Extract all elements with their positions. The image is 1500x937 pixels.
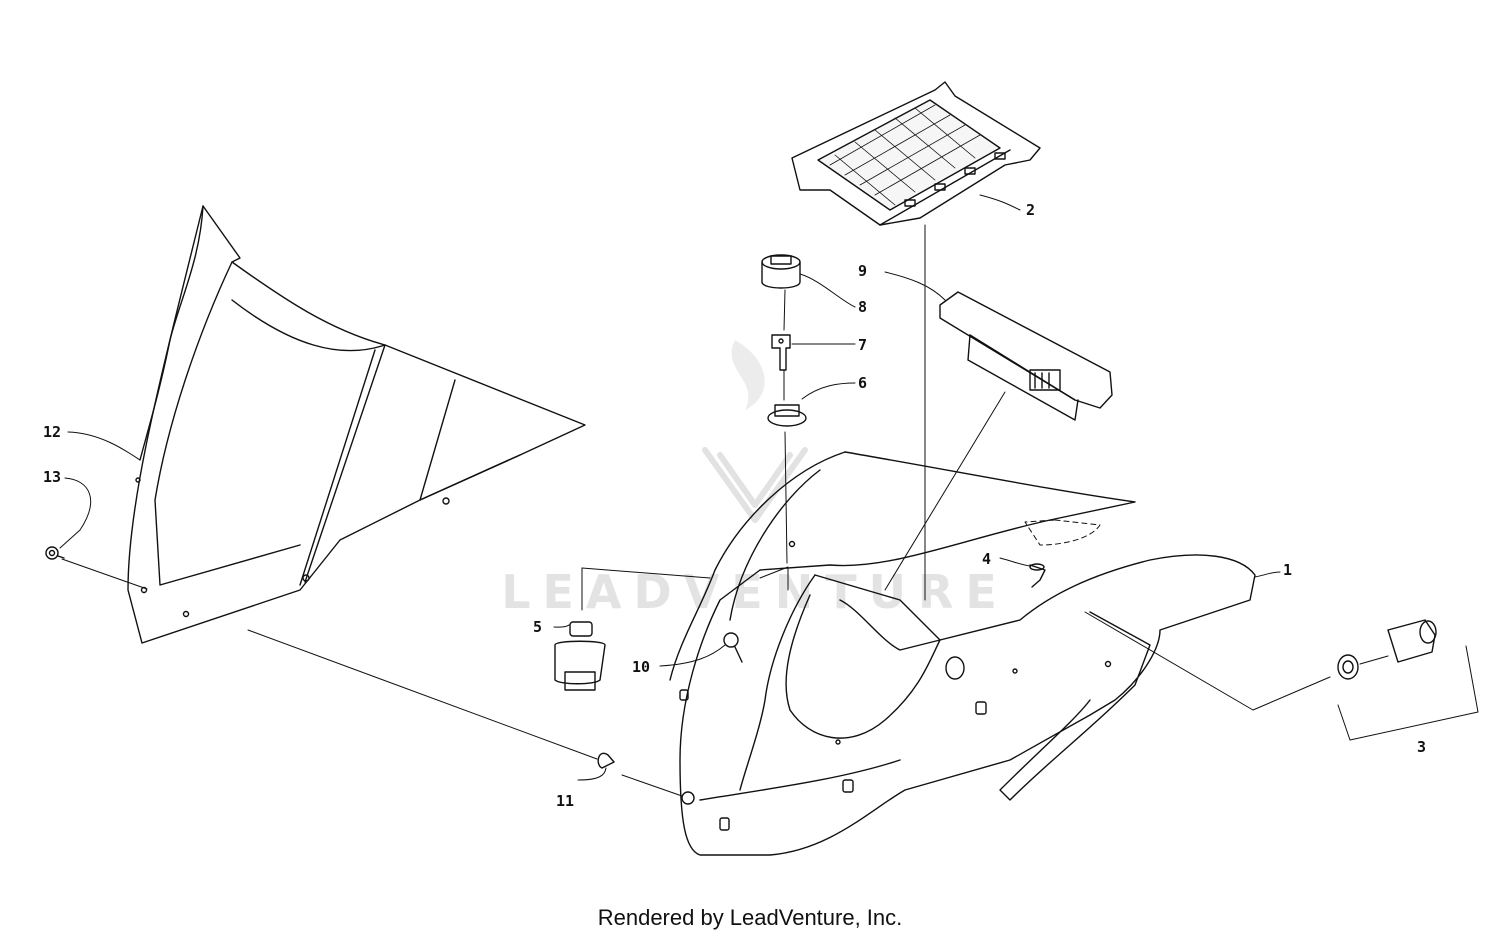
- net-tray-part-2: [792, 82, 1040, 225]
- callout-9: 9: [858, 262, 868, 280]
- callout-2: 2: [1026, 201, 1036, 219]
- leader-lines: [60, 195, 1478, 796]
- nut-part-6: [768, 405, 806, 426]
- callout-8: 8: [858, 298, 868, 316]
- watermark-text: LEADVENTURE: [501, 565, 1009, 619]
- screw-part-4: [1030, 564, 1045, 587]
- callout-12: 12: [43, 423, 62, 441]
- callout-5: 5: [533, 618, 543, 636]
- key-cap-part-8: [762, 255, 800, 288]
- hood-part-1: [670, 452, 1255, 855]
- footer-credit: Rendered by LeadVenture, Inc.: [597, 905, 903, 930]
- callout-11: 11: [556, 792, 575, 810]
- clip-part-11: [598, 753, 694, 804]
- callout-6: 6: [858, 374, 868, 392]
- callout-1: 1: [1283, 561, 1293, 579]
- gauge-display-part-9: [940, 292, 1112, 420]
- callout-3: 3: [1417, 738, 1427, 756]
- switch-part-5: [555, 622, 605, 690]
- flame-v-logo-icon: [705, 340, 805, 520]
- socket-assembly-part-3: [1338, 620, 1436, 679]
- windshield-part-12: [128, 206, 585, 643]
- callout-13: 13: [43, 468, 62, 486]
- ignition-key-part-7: [772, 335, 790, 370]
- screw-part-10: [724, 633, 742, 662]
- callout-10: 10: [632, 658, 651, 676]
- screw-part-13: [46, 547, 64, 559]
- callout-7: 7: [858, 336, 868, 354]
- callout-4: 4: [982, 550, 992, 568]
